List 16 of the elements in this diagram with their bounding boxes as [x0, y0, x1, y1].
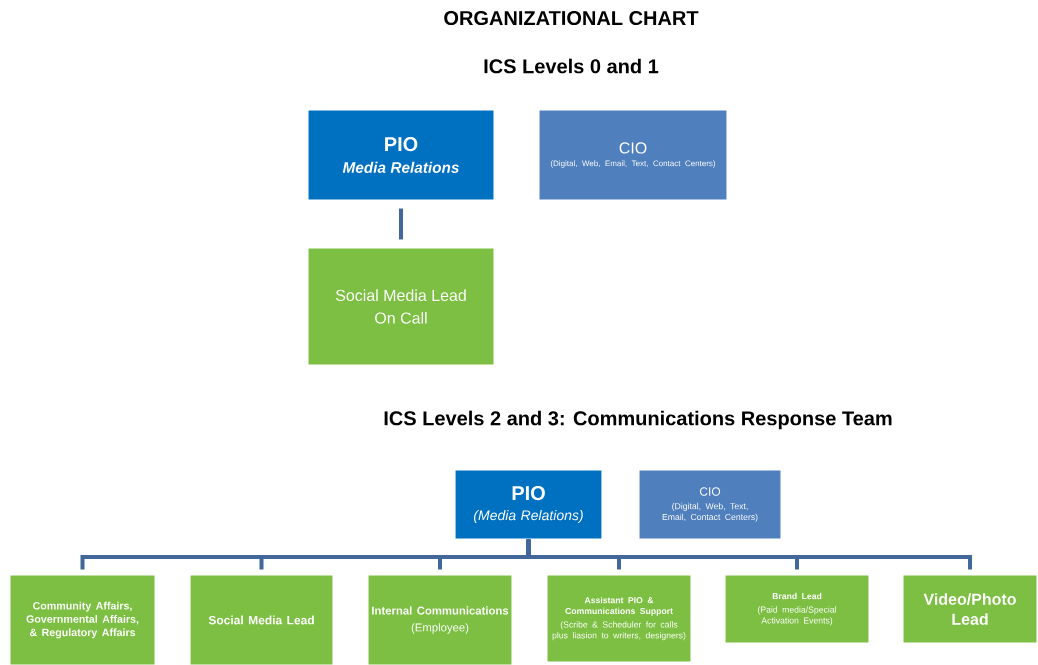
- connector-line: [399, 208, 403, 240]
- role-box: Social Media Lead On Call: [307, 247, 495, 366]
- connector-line: [526, 539, 972, 570]
- role-box: Video/Photo Lead: [902, 574, 1038, 644]
- title: ORGANIZATIONAL CHART: [444, 10, 699, 26]
- role-box: CIO (Digital, Web, Email, Text, Contact Centers): [538, 109, 728, 201]
- role-box: Brand Lead (Paid media/Special Activation Events): [724, 574, 870, 644]
- role-box: CIO (Digital, Web, Text, Email, Contact Centers): [638, 469, 782, 540]
- role-box: PIO Media Relations: [307, 109, 495, 201]
- section-heading: ICS Levels 0 and 1: [484, 58, 659, 74]
- role-box: PIO (Media Relations): [454, 469, 603, 540]
- role-box: Social Media Lead: [189, 574, 334, 665]
- role-box: Internal Communications (Employee): [367, 574, 513, 665]
- role-box: Community Affairs, Governmental Affairs, & Regulatory Affairs: [9, 574, 156, 665]
- section-heading: ICS Levels 2 and 3: Communications Response Team: [384, 410, 892, 430]
- role-box: Assistant PIO & Communications Support (Scribe & Scheduler for calls plus liasion to writers, designers): [546, 574, 692, 663]
